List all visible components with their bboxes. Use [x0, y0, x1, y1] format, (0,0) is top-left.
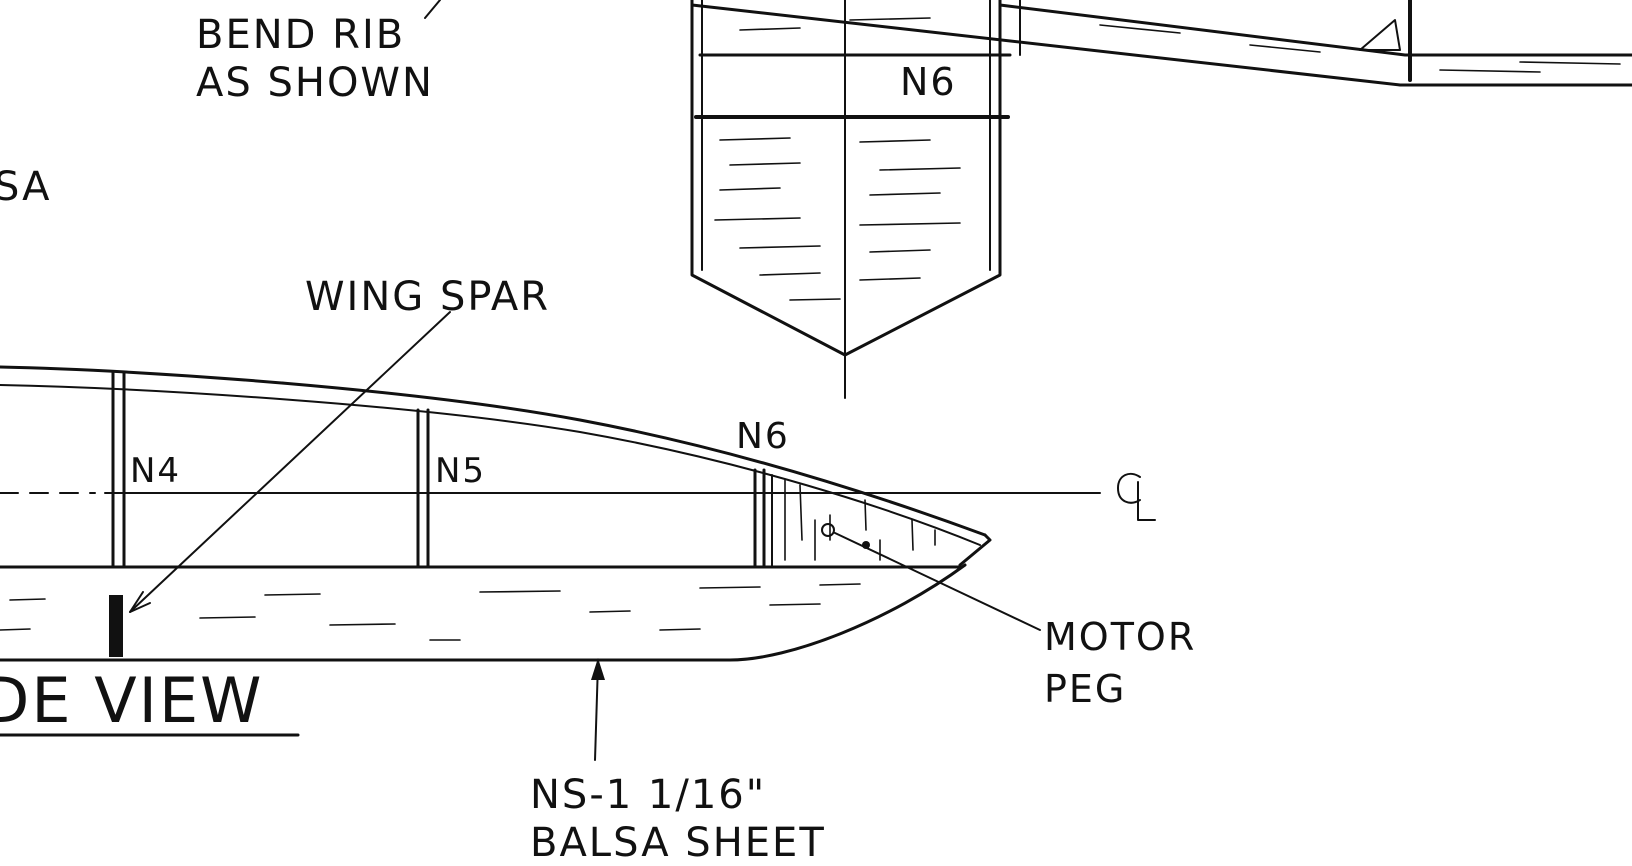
bend-rib-label-line1: BEND RIB	[196, 12, 405, 58]
motor-peg-leader	[834, 532, 1041, 631]
centerline-l-glyph	[1137, 481, 1156, 521]
partial-sa-label: SA	[0, 164, 52, 210]
stab-trailing-edge	[998, 3, 1632, 57]
motor-peg-circle	[821, 523, 835, 537]
bend-rib-leader	[424, 0, 441, 19]
n6-top-label: N6	[900, 60, 957, 104]
gusset-triangle	[1359, 19, 1401, 51]
n5-label: N5	[435, 451, 486, 491]
motor-peg-label-line1: MOTOR	[1044, 615, 1196, 659]
nose-tip	[958, 533, 992, 567]
nose-top-view	[690, 0, 1632, 399]
bend-rib-label-line2: AS SHOWN	[196, 60, 434, 106]
fuselage-top-outer	[0, 365, 987, 537]
n4-label: N4	[130, 451, 181, 491]
wing-spar-block	[109, 595, 123, 657]
ns1-label-line1: NS-1 1/16"	[530, 772, 766, 818]
wing-spar-arrowhead	[129, 591, 151, 613]
ns1-arrowhead	[591, 658, 605, 680]
stab-leading-edge	[690, 3, 1632, 87]
side-view-title: SIDE VIEW	[0, 664, 263, 737]
wing-spar-leader	[129, 311, 451, 613]
centerline-symbol: CL	[1117, 472, 1156, 521]
n6-side-label: N6	[736, 416, 790, 457]
motor-peg-label-line2: PEG	[1044, 667, 1126, 711]
wing-spar-label: WING SPAR	[305, 274, 550, 320]
nose-block-grain	[784, 479, 936, 561]
sheet-bottom-edge	[0, 563, 967, 662]
ns1-label-line2: BALSA SHEET	[530, 820, 826, 866]
side-view-fuselage	[0, 365, 1101, 662]
balsa-sheet-grain	[0, 583, 861, 641]
centerline-c-glyph	[1117, 472, 1141, 504]
nose-grain-hatching	[714, 17, 1621, 301]
